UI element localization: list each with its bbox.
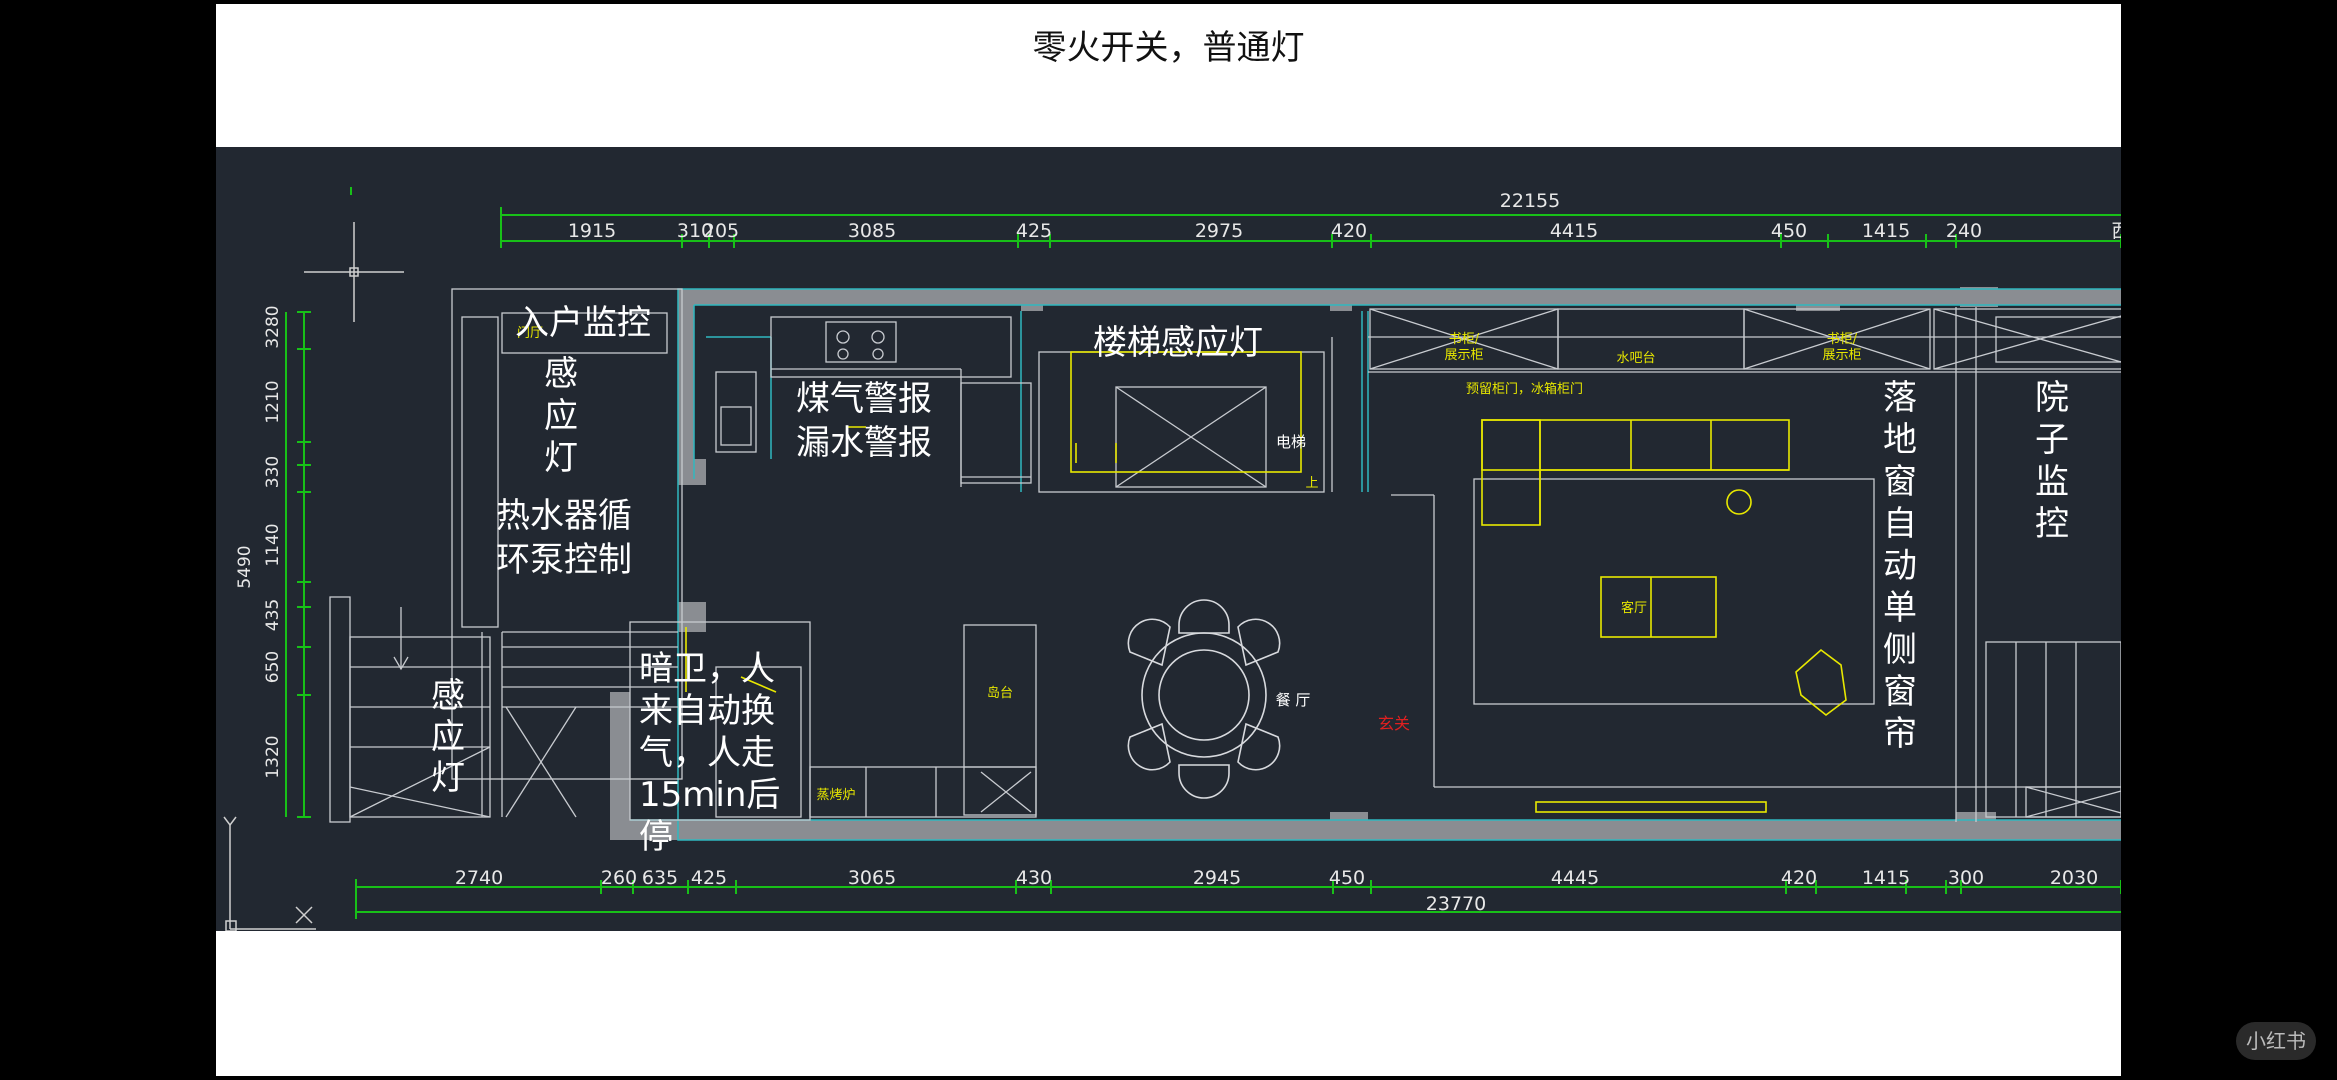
- fridge-note: 预留柜门，冰箱柜门: [1466, 381, 1583, 397]
- bottom-dim-value: 3065: [848, 867, 896, 889]
- bottom-dim-value: 1415: [1862, 867, 1910, 889]
- yard-camera-char: 监: [2035, 462, 2069, 502]
- bottom-dim-value: 450: [1329, 867, 1365, 889]
- stair-light-note: 楼梯感应灯: [1093, 323, 1263, 363]
- bottom-dim-value: 430: [1016, 867, 1052, 889]
- top-dim-value: 310: [677, 220, 713, 242]
- interior-lines: [329, 288, 2121, 823]
- gas-alarm-note: 煤气警报: [796, 379, 932, 419]
- top-dim-value: 450: [1771, 220, 1807, 242]
- top-dim-value: 420: [1331, 220, 1367, 242]
- left-dim-value: 650: [263, 651, 283, 683]
- window-curtain-char: 侧: [1883, 630, 1917, 670]
- island-label: 岛台: [987, 685, 1013, 701]
- hidden-bath-note-2: 来自动换: [639, 691, 775, 731]
- top-dim-value: 1415: [1862, 220, 1910, 242]
- ucs-axis-icon: [223, 816, 316, 931]
- window-curtain-char: 动: [1883, 546, 1917, 586]
- bottom-dim-value: 300: [1948, 867, 1984, 889]
- sensor-light-1-c: 灯: [544, 438, 578, 478]
- yard-camera-char: 控: [2035, 504, 2069, 544]
- bookcase-left-label-1: 书柜/: [1449, 332, 1480, 347]
- yard-camera-char: 院: [2035, 378, 2069, 418]
- window-curtain-char: 帘: [1883, 714, 1917, 754]
- top-dim-value: 425: [1016, 220, 1052, 242]
- yard-camera-char: 子: [2035, 420, 2069, 460]
- sensor-light-1-b: 应: [544, 396, 578, 436]
- left-dim-value: 1210: [263, 380, 283, 423]
- left-dim-value: 330: [263, 456, 283, 488]
- water-bar-label: 水吧台: [1616, 351, 1655, 366]
- window-curtain-char: 自: [1883, 504, 1917, 544]
- window-curtain-char: 落: [1883, 378, 1917, 418]
- steam-oven-label: 蒸烤炉: [816, 788, 855, 803]
- bookcase-right-label-1: 书柜/: [1827, 332, 1858, 347]
- bottom-total-dim: 23770: [1426, 893, 1486, 915]
- heater-pump-note-1: 热水器循: [496, 496, 632, 536]
- left-total-dim: 5490: [235, 545, 255, 588]
- water-leak-alarm-note: 漏水警报: [796, 423, 932, 463]
- sensor-light-2-a: 感: [431, 676, 465, 716]
- top-dim-value: 240: [1946, 220, 1982, 242]
- sensor-light-2-b: 应: [431, 717, 465, 757]
- watermark-logo: 小红书: [2236, 1022, 2316, 1060]
- crosshair-icon: [304, 222, 404, 322]
- window-curtain-char: 地: [1883, 420, 1917, 460]
- top-dim-value: 2975: [1195, 220, 1243, 242]
- top-dim-value: 3085: [848, 220, 896, 242]
- left-dim-value: 1320: [263, 735, 283, 778]
- entrance-label: 玄关: [1378, 714, 1410, 733]
- top-dim-value: 4415: [1550, 220, 1598, 242]
- entry-camera-note: 入户监控: [515, 303, 651, 343]
- sensor-light-1-a: 感: [544, 354, 578, 394]
- bottom-dim-value: 425: [691, 867, 727, 889]
- left-dim-value: 435: [263, 599, 283, 631]
- wall-outline: [630, 288, 2121, 841]
- window-curtain-char: 窗: [1883, 462, 1917, 502]
- sensor-light-2-c: 灯: [431, 758, 465, 798]
- bottom-dim-value: 4445: [1551, 867, 1599, 889]
- bookcase-right-label-2: 展示柜: [1822, 348, 1861, 363]
- top-dim-value: 205: [703, 220, 739, 242]
- bottom-dim-value: 2030: [2050, 867, 2098, 889]
- elevator-label: 电梯: [1276, 433, 1306, 451]
- left-dim-value: 3280: [263, 305, 283, 348]
- window-curtain-char: 窗: [1883, 672, 1917, 712]
- bookcase-left-label-2: 展示柜: [1444, 348, 1483, 363]
- dimension-ticks: [297, 234, 2121, 894]
- dining-label: 餐 厅: [1276, 691, 1311, 709]
- courtyard-lines: [1955, 307, 2121, 822]
- bottom-dim-value: 635: [642, 867, 678, 889]
- hidden-bath-note-5: 停: [639, 817, 673, 857]
- bottom-dim-value: 420: [1781, 867, 1817, 889]
- living-label: 客厅: [1621, 600, 1647, 616]
- heater-pump-note-2: 环泵控制: [496, 540, 632, 580]
- bottom-dim-value: 2945: [1193, 867, 1241, 889]
- top-total-dim: 22155: [1500, 190, 1560, 212]
- top-dim-value: 西: [2111, 220, 2121, 242]
- left-dims: 3280 1210 330 1140 435 650 1320: [263, 305, 283, 778]
- foyer-label: 门厅: [517, 326, 543, 341]
- left-dim-value: 1140: [263, 523, 283, 566]
- living-furniture: [685, 351, 1847, 813]
- dining-table-set: [1127, 599, 1281, 799]
- top-dim-value: 1915: [568, 220, 616, 242]
- page-title: 零火开关，普通灯: [1032, 28, 1305, 68]
- hidden-bath-note-4: 15min后: [639, 775, 780, 815]
- bottom-dim-value: 260: [601, 867, 637, 889]
- bottom-dim-value: 2740: [455, 867, 503, 889]
- hidden-bath-note-3: 气，人走: [639, 733, 775, 773]
- elevator-up-mark: 上: [1305, 476, 1318, 491]
- hidden-bath-note-1: 暗卫，人: [639, 649, 775, 689]
- window-curtain-char: 单: [1883, 588, 1917, 628]
